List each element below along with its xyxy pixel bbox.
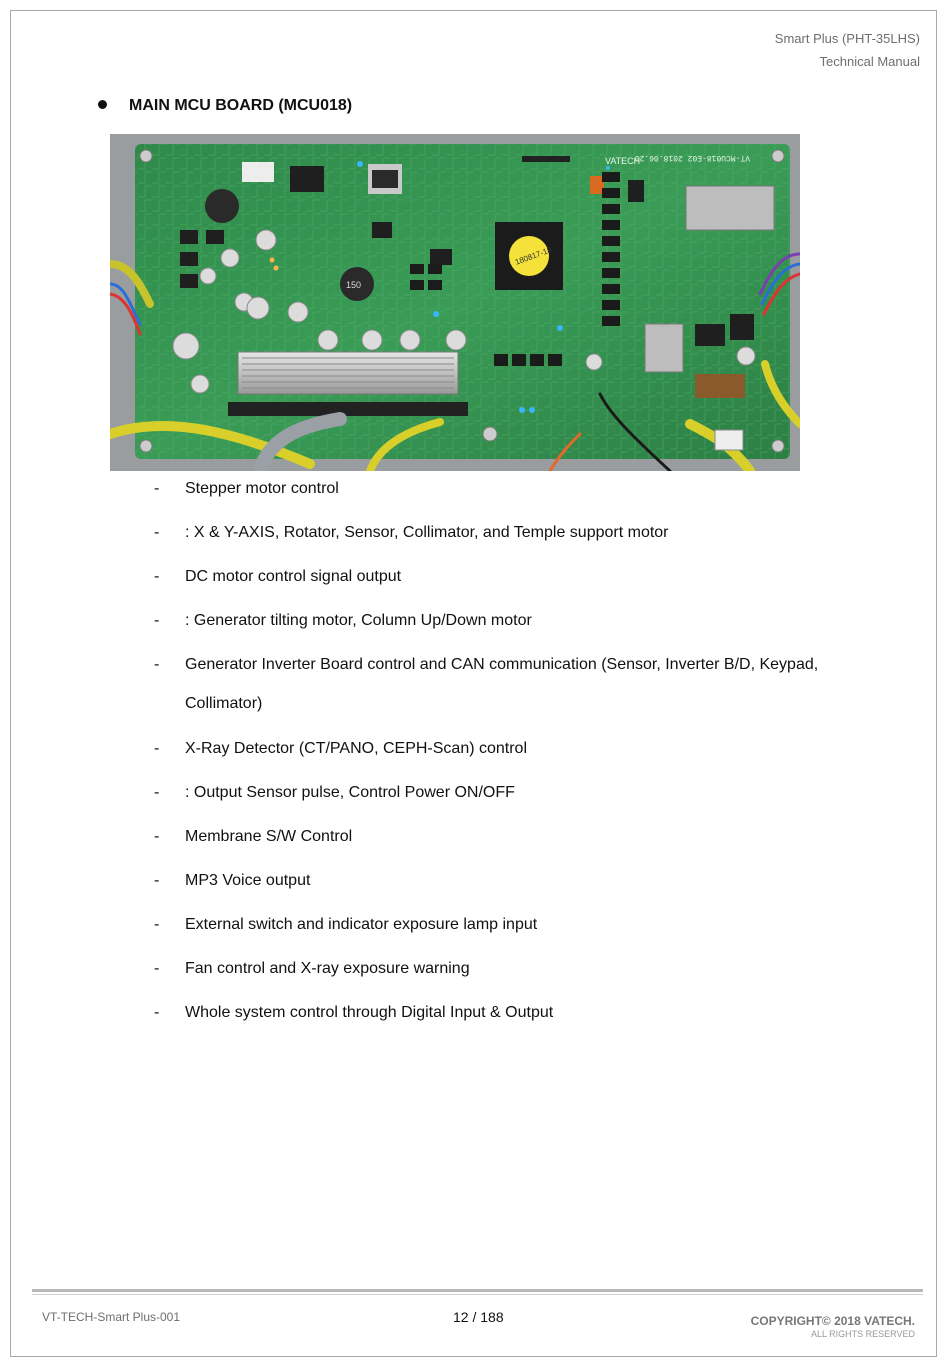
mcu-board-photo: VT-MCU018-E02 2018.06.20 VATECH 180817-1… bbox=[110, 134, 800, 471]
inductor-label: 150 bbox=[346, 280, 361, 290]
bullet-dot-icon bbox=[98, 100, 107, 109]
rights-reserved: ALL RIGHTS RESERVED bbox=[810, 1329, 915, 1339]
board-label: VT-MCU018-E02 2018.06.20 bbox=[635, 153, 750, 162]
section-title-text: MAIN MCU BOARD (MCU018) bbox=[129, 97, 353, 114]
footer-divider bbox=[32, 1289, 923, 1292]
header-product: Smart Plus (PHT-35LHS) bbox=[774, 31, 920, 46]
header-manual: Technical Manual bbox=[819, 54, 920, 69]
footer-divider-thin bbox=[32, 1294, 923, 1295]
copyright: COPYRIGHT© 2018 VATECH. bbox=[750, 1314, 915, 1328]
page-frame bbox=[10, 10, 937, 1357]
document-id: VT-TECH-Smart Plus-001 bbox=[42, 1310, 181, 1324]
section-title: MAIN MCU BOARD (MCU018) bbox=[98, 97, 352, 115]
page-number: 12 / 188 bbox=[453, 1309, 504, 1325]
brand-label: VATECH bbox=[605, 156, 640, 166]
